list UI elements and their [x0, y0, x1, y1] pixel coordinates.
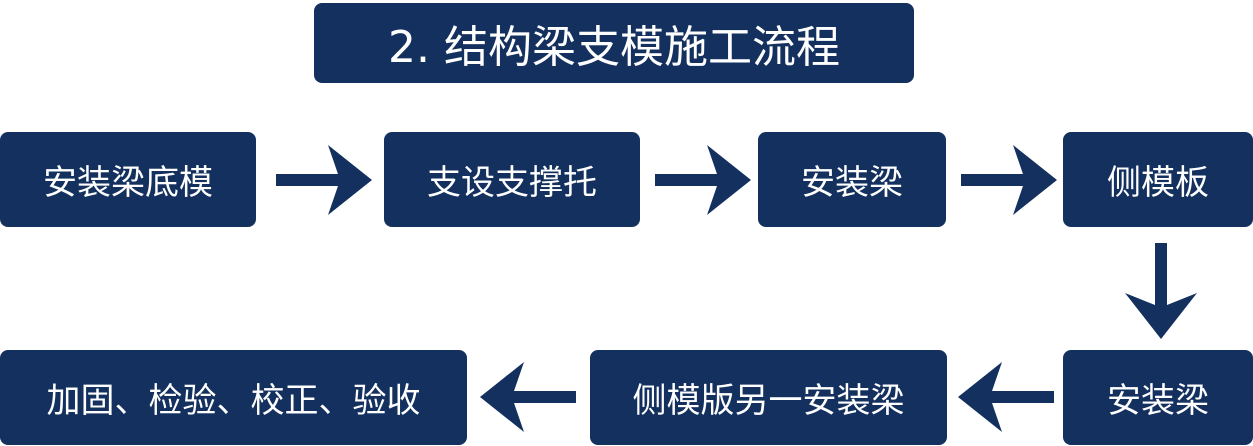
- arrow-right-icon: [655, 145, 751, 215]
- step-install-beam-bottom-form: 安装梁底模: [0, 132, 256, 227]
- step-other-side-formwork: 侧模版另一安装梁: [590, 350, 947, 445]
- arrow-left-icon: [958, 362, 1054, 432]
- arrow-right-icon: [276, 145, 372, 215]
- step-install-beam: 安装梁: [758, 132, 946, 227]
- arrow-left-icon: [480, 362, 576, 432]
- diagram-title: 2. 结构梁支模施工流程: [314, 3, 914, 83]
- step-set-support-brackets: 支设支撑托: [384, 132, 640, 227]
- step-side-formwork: 侧模板: [1063, 132, 1253, 227]
- step-reinforce-inspect-correct-accept: 加固、检验、校正、验收: [0, 350, 467, 445]
- step-install-beam-second: 安装梁: [1063, 350, 1253, 445]
- arrow-right-icon: [961, 145, 1057, 215]
- arrow-down-icon: [1125, 243, 1197, 339]
